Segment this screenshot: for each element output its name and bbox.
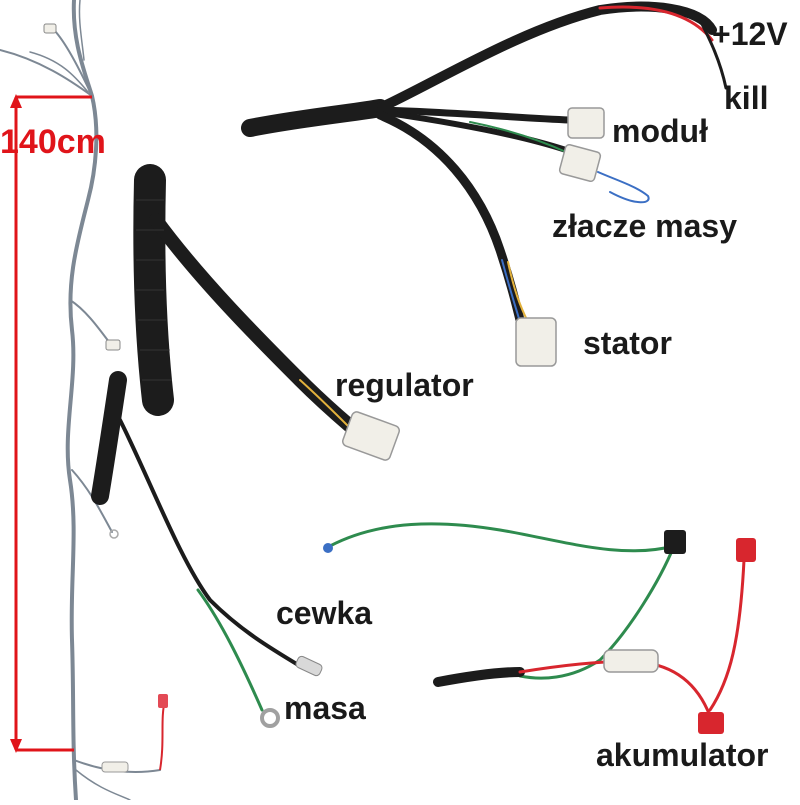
label-plus12v: +12V [712, 16, 788, 52]
main-gray-harness [0, 0, 161, 802]
label-modul: moduł [612, 113, 708, 149]
upper-harness [241, 1, 728, 325]
ground-ring-terminal [260, 708, 280, 728]
black-connector [664, 530, 686, 554]
stator-connector [515, 317, 557, 367]
battery-terminal-bottom [698, 712, 724, 734]
label-stator: stator [583, 325, 672, 361]
ground-connector [558, 144, 602, 182]
label-masa: masa [284, 690, 366, 726]
regulator-connector [342, 411, 400, 461]
regulator-harness [133, 164, 357, 433]
label-regulator: regulator [335, 367, 474, 403]
label-zlacze-masy: złacze masy [552, 208, 738, 244]
coil-harness [91, 371, 302, 712]
label-akumulator: akumulator [596, 737, 769, 773]
length-label: 140cm [0, 123, 106, 161]
battery-terminal-top [736, 538, 756, 562]
modul-connector [567, 107, 605, 139]
label-cewka: cewka [276, 595, 373, 631]
label-kill: kill [724, 80, 769, 116]
measurement-bracket [14, 95, 92, 752]
inline-fuse-holder [603, 649, 659, 673]
